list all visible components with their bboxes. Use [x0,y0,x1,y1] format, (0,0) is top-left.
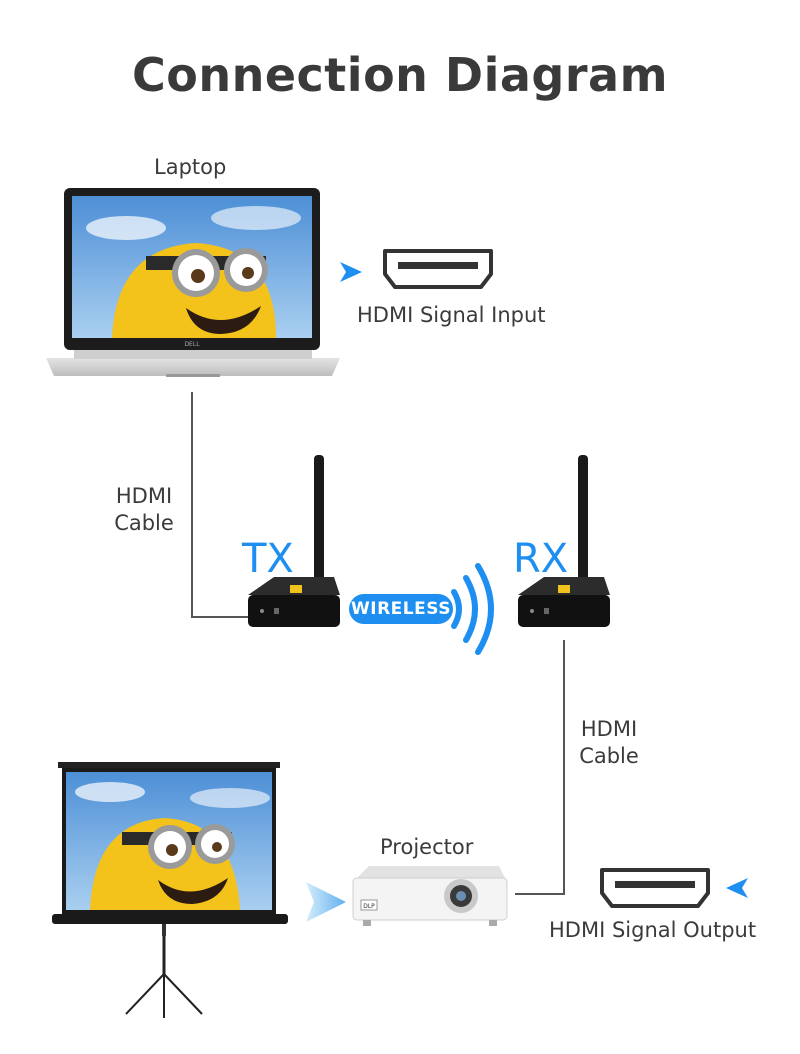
hdmi-cable-left-horizontal [191,616,248,618]
wireless-badge: WIRELESS [349,594,453,624]
dlp-badge: DLP [363,903,375,910]
projector-image: DLP [352,866,508,926]
laptop-label: Laptop [154,155,227,179]
laptop-image: DELL [46,188,340,377]
hdmi-port-icon [600,868,710,908]
tx-device-image [248,455,340,627]
hdmi-port-icon [383,249,493,289]
hdmi-output-label: HDMI Signal Output [549,918,757,942]
hdmi-cable-right [563,640,565,895]
svg-text:DELL: DELL [184,341,200,348]
projector-label: Projector [380,835,474,859]
tx-label: TX [242,536,294,582]
hdmi-cable-right-horizontal [515,893,565,895]
wireless-signal-icon [451,563,494,655]
arrow-right-icon [340,262,362,282]
arrow-left-icon [726,878,748,898]
hdmi-input-label: HDMI Signal Input [357,303,546,327]
projection-screen-image [52,762,288,1018]
rx-device-image [518,455,610,627]
hdmi-cable-left [191,392,193,618]
rx-label: RX [513,536,569,582]
page-title: Connection Diagram [131,48,669,102]
projection-beam-icon [306,882,346,922]
